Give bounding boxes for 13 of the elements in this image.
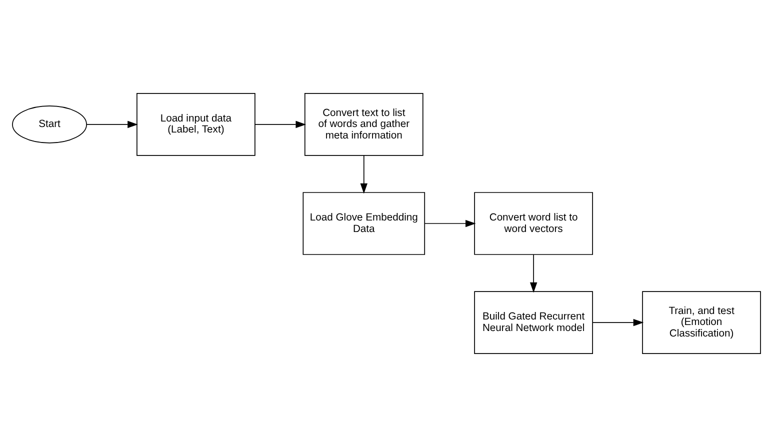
node-box: Build Gated Recurrent Neural Network model: [474, 290, 593, 354]
arrow: [592, 318, 644, 326]
arrow: [360, 154, 368, 194]
arrow: [424, 219, 476, 227]
node-box: Load Glove Embedding Data: [302, 192, 426, 254]
arrow: [86, 120, 138, 128]
node-box: Load input data (Label, Text): [136, 92, 256, 156]
node-ellipse: Start: [12, 105, 87, 143]
node-box: Convert text to list of words and gather meta information: [304, 92, 424, 156]
node-box: Train, and test (Emotion Classification): [642, 290, 761, 354]
arrow: [254, 120, 306, 128]
arrow: [530, 254, 538, 292]
node-box: Convert word list to word vectors: [474, 192, 593, 254]
